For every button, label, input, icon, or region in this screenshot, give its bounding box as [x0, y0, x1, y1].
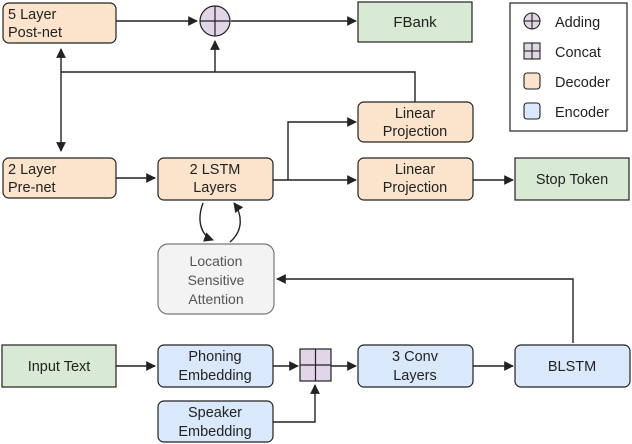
- prenet-line1: 2 Layer: [8, 162, 57, 178]
- node-linear-top: Linear Projection: [357, 101, 474, 143]
- node-linear-bottom: Linear Projection: [357, 157, 474, 201]
- arrow-blstm-to-attention: [276, 274, 574, 343]
- legend-decoder-label: Decoder: [555, 75, 610, 91]
- linear-top-line2: Projection: [383, 124, 447, 140]
- speaker-line1: Speaker: [188, 405, 242, 421]
- linear-top-line1: Linear: [395, 106, 435, 122]
- legend: Adding Concat Decoder Encoder: [509, 2, 628, 132]
- lstm-line1: 2 LSTM: [190, 162, 241, 178]
- node-stop-token: Stop Token: [514, 157, 630, 201]
- adding-operator: [199, 5, 231, 37]
- connectors: [56, 16, 574, 423]
- legend-adding-label: Adding: [555, 15, 600, 31]
- postnet-line2: Post-net: [8, 25, 62, 41]
- prenet-line2: Pre-net: [8, 180, 56, 196]
- input-text-box: [1, 344, 117, 388]
- legend-concat-icon: [523, 42, 541, 60]
- linear-top-box: [357, 101, 474, 143]
- node-conv-layers: 3 Conv Layers: [357, 344, 474, 388]
- arrow-lstm-to-attention: [199, 202, 214, 242]
- stop-token-box: [514, 157, 630, 201]
- concat-operator: [299, 348, 332, 382]
- attention-line1: Location: [190, 253, 243, 269]
- legend-adding-icon: [523, 12, 541, 30]
- blstm-label: BLSTM: [548, 359, 596, 375]
- lstm-line2: Layers: [193, 180, 237, 196]
- postnet-line1: 5 Layer: [8, 7, 57, 23]
- postnet-box: [2, 2, 117, 44]
- blstm-box: [514, 344, 631, 388]
- speaker-line2: Embedding: [178, 424, 251, 440]
- attention-line2: Sensitive: [188, 272, 245, 288]
- attention-box: [157, 243, 275, 315]
- linear-bottom-line1: Linear: [395, 162, 435, 178]
- phoning-line1: Phoning: [188, 349, 241, 365]
- node-lstm: 2 LSTM Layers: [157, 157, 274, 201]
- legend-encoder-label: Encoder: [555, 105, 609, 121]
- node-blstm: BLSTM: [514, 344, 631, 388]
- input-text-label: Input Text: [28, 359, 91, 375]
- arrow-lstm-to-linear-top: [287, 117, 357, 180]
- node-fbank: FBank: [357, 1, 473, 43]
- stop-token-label: Stop Token: [536, 172, 608, 188]
- node-speaker-embedding: Speaker Embedding: [157, 400, 274, 443]
- conv-box: [357, 344, 474, 388]
- fbank-box: [357, 1, 473, 43]
- prenet-box: [2, 157, 117, 199]
- node-prenet: 2 Layer Pre-net: [2, 157, 117, 199]
- conv-line2: Layers: [393, 368, 437, 384]
- arrow-speaker-to-concat: [273, 384, 320, 423]
- node-phoning-embedding: Phoning Embedding: [157, 344, 274, 388]
- speaker-box: [157, 400, 274, 443]
- linear-bottom-line2: Projection: [383, 180, 447, 196]
- node-postnet: 5 Layer Post-net: [2, 2, 117, 44]
- node-input-text: Input Text: [1, 344, 117, 388]
- phoning-box: [157, 344, 274, 388]
- fbank-label: FBank: [393, 14, 437, 31]
- attention-line3: Attention: [188, 291, 243, 307]
- legend-concat-label: Concat: [555, 45, 601, 61]
- conv-line1: 3 Conv: [392, 349, 439, 365]
- legend-decoder-swatch: [523, 72, 541, 90]
- linear-bottom-box: [357, 157, 474, 201]
- lstm-box: [157, 157, 274, 201]
- legend-encoder-swatch: [523, 102, 541, 120]
- arrow-attention-to-lstm: [229, 202, 244, 243]
- feedback-line: [61, 71, 416, 113]
- phoning-line2: Embedding: [178, 368, 251, 384]
- node-attention: Location Sensitive Attention: [157, 243, 275, 315]
